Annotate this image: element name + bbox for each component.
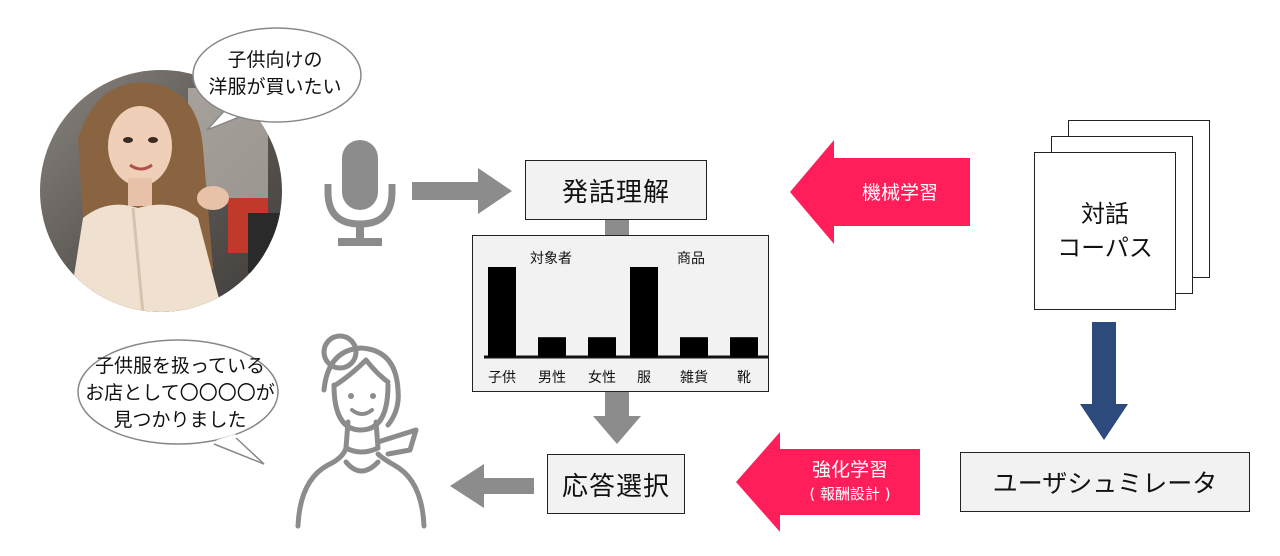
user-utterance: 子供向けの 洋服が買いたい <box>208 49 342 98</box>
reinforcement-learning-arrow <box>736 432 920 532</box>
response-selection-box: 応答選択 <box>547 454 685 514</box>
bar-男性 <box>538 337 566 357</box>
tick-label: 女性 <box>588 370 616 386</box>
agent-speech-bubble <box>77 339 279 465</box>
bar-子供 <box>488 267 516 357</box>
understanding-connector <box>605 220 629 236</box>
bar-服 <box>630 267 658 357</box>
dialogue-corpus-box: 対話 コーパス <box>1034 152 1176 310</box>
tick-label: 靴 <box>737 370 751 386</box>
user-simulator-box: ユーザシュミレータ <box>960 452 1250 512</box>
microphone-icon <box>324 140 396 246</box>
reinforcement-learning-label: 強化学習 ( 報酬設計 ) <box>809 459 891 503</box>
user-speech-bubble <box>192 27 362 131</box>
chart-bars <box>484 267 768 359</box>
tick-label: 服 <box>637 370 651 386</box>
machine-learning-label: 機械学習 <box>861 182 938 204</box>
agent-response: 子供服を扱っている お店として〇〇〇〇が 見つかりました <box>85 355 275 431</box>
input-arrow <box>412 168 512 214</box>
corpus-to-simulator-arrow <box>1080 322 1128 440</box>
chart-title-target: 対象者 <box>530 251 572 267</box>
chart-title-product: 商品 <box>677 251 705 267</box>
tick-label: 男性 <box>538 370 566 386</box>
machine-learning-arrow <box>790 140 970 244</box>
bar-女性 <box>588 337 616 357</box>
tick-label: 雑貨 <box>680 370 708 386</box>
chart-panel <box>472 235 769 392</box>
output-arrow <box>450 464 534 508</box>
tick-label: 子供 <box>488 370 516 386</box>
bar-雑貨 <box>680 337 708 357</box>
bar-靴 <box>730 337 758 357</box>
utterance-understanding-box: 発話理解 <box>525 160 707 220</box>
down-arrow-to-selection <box>593 392 641 444</box>
agent-person-icon <box>295 333 427 529</box>
